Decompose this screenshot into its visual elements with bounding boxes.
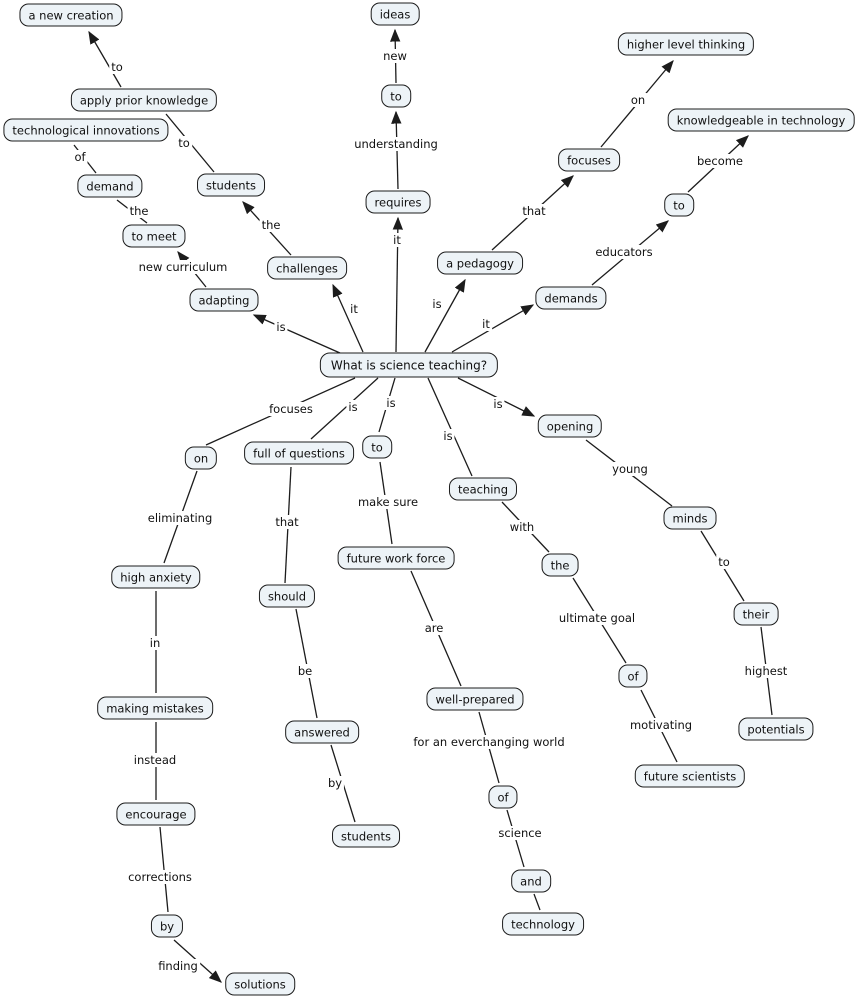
concept-node-technology[interactable]: technology [502, 912, 584, 936]
concept-node-answered[interactable]: answered [285, 720, 359, 744]
link-label-future-work-force-to-well-prepared[interactable]: are [422, 621, 446, 635]
link-label-adapting-to-to-meet[interactable]: new curriculum [136, 260, 230, 274]
concept-node-solutions[interactable]: solutions [225, 972, 295, 996]
concept-node-future-work-force[interactable]: future work force [337, 546, 455, 570]
concept-node-and[interactable]: and [511, 869, 551, 893]
concept-node-the-ultimate[interactable]: the [541, 553, 579, 577]
concept-node-encourage[interactable]: encourage [116, 802, 196, 826]
link-label-requires-to-to-new-ideas[interactable]: understanding [352, 137, 440, 151]
link-label-teaching-to-the-ultimate[interactable]: with [507, 520, 537, 534]
link-label-focuses-to-higher-level-thinking[interactable]: on [628, 93, 648, 107]
link-label-well-prepared-to-of-science[interactable]: for an everchanging world [411, 735, 567, 749]
concept-node-of-science[interactable]: of [488, 785, 518, 809]
link-label-challenges-to-students[interactable]: the [259, 218, 283, 232]
link-label-high-anxiety-to-making-mistakes[interactable]: in [147, 636, 163, 650]
concept-node-adapting[interactable]: adapting [189, 288, 259, 312]
concept-node-to-make-sure[interactable]: to [362, 435, 392, 459]
edge-should-to-answered [295, 608, 318, 719]
concept-node-well-prepared[interactable]: well-prepared [426, 687, 524, 711]
concept-node-demands[interactable]: demands [535, 286, 607, 310]
concept-node-minds[interactable]: minds [663, 506, 717, 530]
concept-node-full-of-questions[interactable]: full of questions [244, 441, 354, 465]
concept-node-students[interactable]: students [197, 173, 265, 197]
concept-node-a-pedagogy[interactable]: a pedagogy [437, 251, 523, 275]
link-label-what-is-science-teaching-to-on[interactable]: focuses [267, 402, 315, 416]
concept-node-should[interactable]: should [258, 584, 316, 608]
link-label-encourage-to-by-finding[interactable]: corrections [126, 870, 194, 884]
edge-what-is-science-teaching-to-full-of-questions [310, 377, 379, 440]
edge-apply-prior-knowledge-to-a-new-creation [88, 30, 122, 88]
link-label-what-is-science-teaching-to-challenges[interactable]: it [348, 302, 360, 316]
concept-node-to-meet[interactable]: to meet [122, 224, 186, 248]
concept-node-their[interactable]: their [733, 602, 779, 626]
concept-node-demand[interactable]: demand [77, 174, 143, 198]
link-label-to-become-to-knowledgeable-in-technology[interactable]: become [694, 154, 746, 168]
concept-node-future-scientists[interactable]: future scientists [634, 764, 746, 788]
concept-node-technological-innovations[interactable]: technological innovations [3, 118, 169, 142]
link-label-demands-to-to-become[interactable]: educators [593, 245, 655, 259]
link-label-to-new-ideas-to-ideas[interactable]: new [381, 49, 409, 63]
link-label-full-of-questions-to-should[interactable]: that [273, 515, 301, 529]
concept-node-higher-level-thinking[interactable]: higher level thinking [617, 32, 755, 56]
concept-node-requires[interactable]: requires [365, 190, 431, 214]
link-label-what-is-science-teaching-to-teaching[interactable]: is [441, 429, 455, 443]
link-label-a-pedagogy-to-focuses[interactable]: that [520, 204, 548, 218]
concept-node-opening[interactable]: opening [537, 414, 603, 438]
link-label-opening-to-minds[interactable]: young [610, 462, 650, 476]
link-label-minds-to-their[interactable]: to [716, 555, 732, 569]
edge-what-is-science-teaching-to-adapting [252, 314, 341, 354]
concept-node-challenges[interactable]: challenges [267, 256, 347, 280]
link-label-making-mistakes-to-encourage[interactable]: instead [131, 753, 179, 767]
link-label-their-to-potentials[interactable]: highest [742, 664, 790, 678]
concept-node-making-mistakes[interactable]: making mistakes [97, 696, 213, 720]
edge-what-is-science-teaching-to-demands [451, 304, 535, 353]
concept-node-focuses[interactable]: focuses [558, 148, 620, 172]
link-label-to-make-sure-to-future-work-force[interactable]: make sure [355, 495, 421, 509]
link-label-answered-to-students-2[interactable]: by [325, 776, 345, 790]
concept-node-knowledgeable-in-technology[interactable]: knowledgeable in technology [667, 108, 855, 132]
concept-node-students-2[interactable]: students [332, 824, 400, 848]
edge-what-is-science-teaching-to-a-pedagogy [424, 278, 466, 353]
concept-node-to-become[interactable]: to [664, 193, 694, 217]
concept-node-high-anxiety[interactable]: high anxiety [111, 565, 201, 589]
link-label-what-is-science-teaching-to-a-pedagogy[interactable]: is [430, 297, 444, 311]
link-label-what-is-science-teaching-to-to-make-sure[interactable]: is [384, 396, 398, 410]
concept-node-a-new-creation[interactable]: a new creation [19, 3, 123, 27]
link-label-the-ultimate-to-of-motivating[interactable]: ultimate goal [556, 611, 638, 625]
link-label-to-meet-to-demand[interactable]: the [127, 204, 151, 218]
concept-node-to-new-ideas[interactable]: to [381, 84, 411, 108]
edge-and-to-technology [533, 893, 541, 911]
concept-node-by-finding[interactable]: by [150, 914, 184, 938]
concept-node-apply-prior-knowledge[interactable]: apply prior knowledge [70, 88, 218, 112]
link-label-apply-prior-knowledge-to-a-new-creation[interactable]: to [109, 60, 125, 74]
link-label-demand-to-technological-innovations[interactable]: of [72, 150, 88, 164]
link-label-by-finding-to-solutions[interactable]: finding [156, 959, 200, 973]
concept-node-what-is-science-teaching[interactable]: What is science teaching? [319, 352, 499, 378]
link-label-what-is-science-teaching-to-adapting[interactable]: is [274, 320, 288, 334]
link-label-what-is-science-teaching-to-opening[interactable]: is [491, 397, 505, 411]
link-label-should-to-answered[interactable]: be [295, 664, 315, 678]
edge-what-is-science-teaching-to-teaching [427, 377, 473, 477]
concept-node-potentials[interactable]: potentials [738, 717, 814, 741]
concept-node-ideas[interactable]: ideas [370, 2, 420, 26]
link-label-students-to-apply-prior-knowledge[interactable]: to [176, 136, 192, 150]
concept-node-on[interactable]: on [184, 446, 218, 470]
edge-encourage-to-by-finding [159, 826, 169, 913]
link-label-of-science-to-and[interactable]: science [496, 826, 544, 840]
link-label-on-to-high-anxiety[interactable]: eliminating [145, 511, 215, 525]
concept-node-of-motivating[interactable]: of [618, 664, 648, 688]
link-label-what-is-science-teaching-to-requires[interactable]: it [391, 233, 403, 247]
link-label-what-is-science-teaching-to-demands[interactable]: it [480, 317, 492, 331]
link-label-of-motivating-to-future-scientists[interactable]: motivating [627, 718, 695, 732]
link-label-what-is-science-teaching-to-full-of-questions[interactable]: is [346, 400, 360, 414]
edge-what-is-science-teaching-to-challenges [332, 283, 364, 353]
concept-node-teaching[interactable]: teaching [448, 477, 518, 501]
